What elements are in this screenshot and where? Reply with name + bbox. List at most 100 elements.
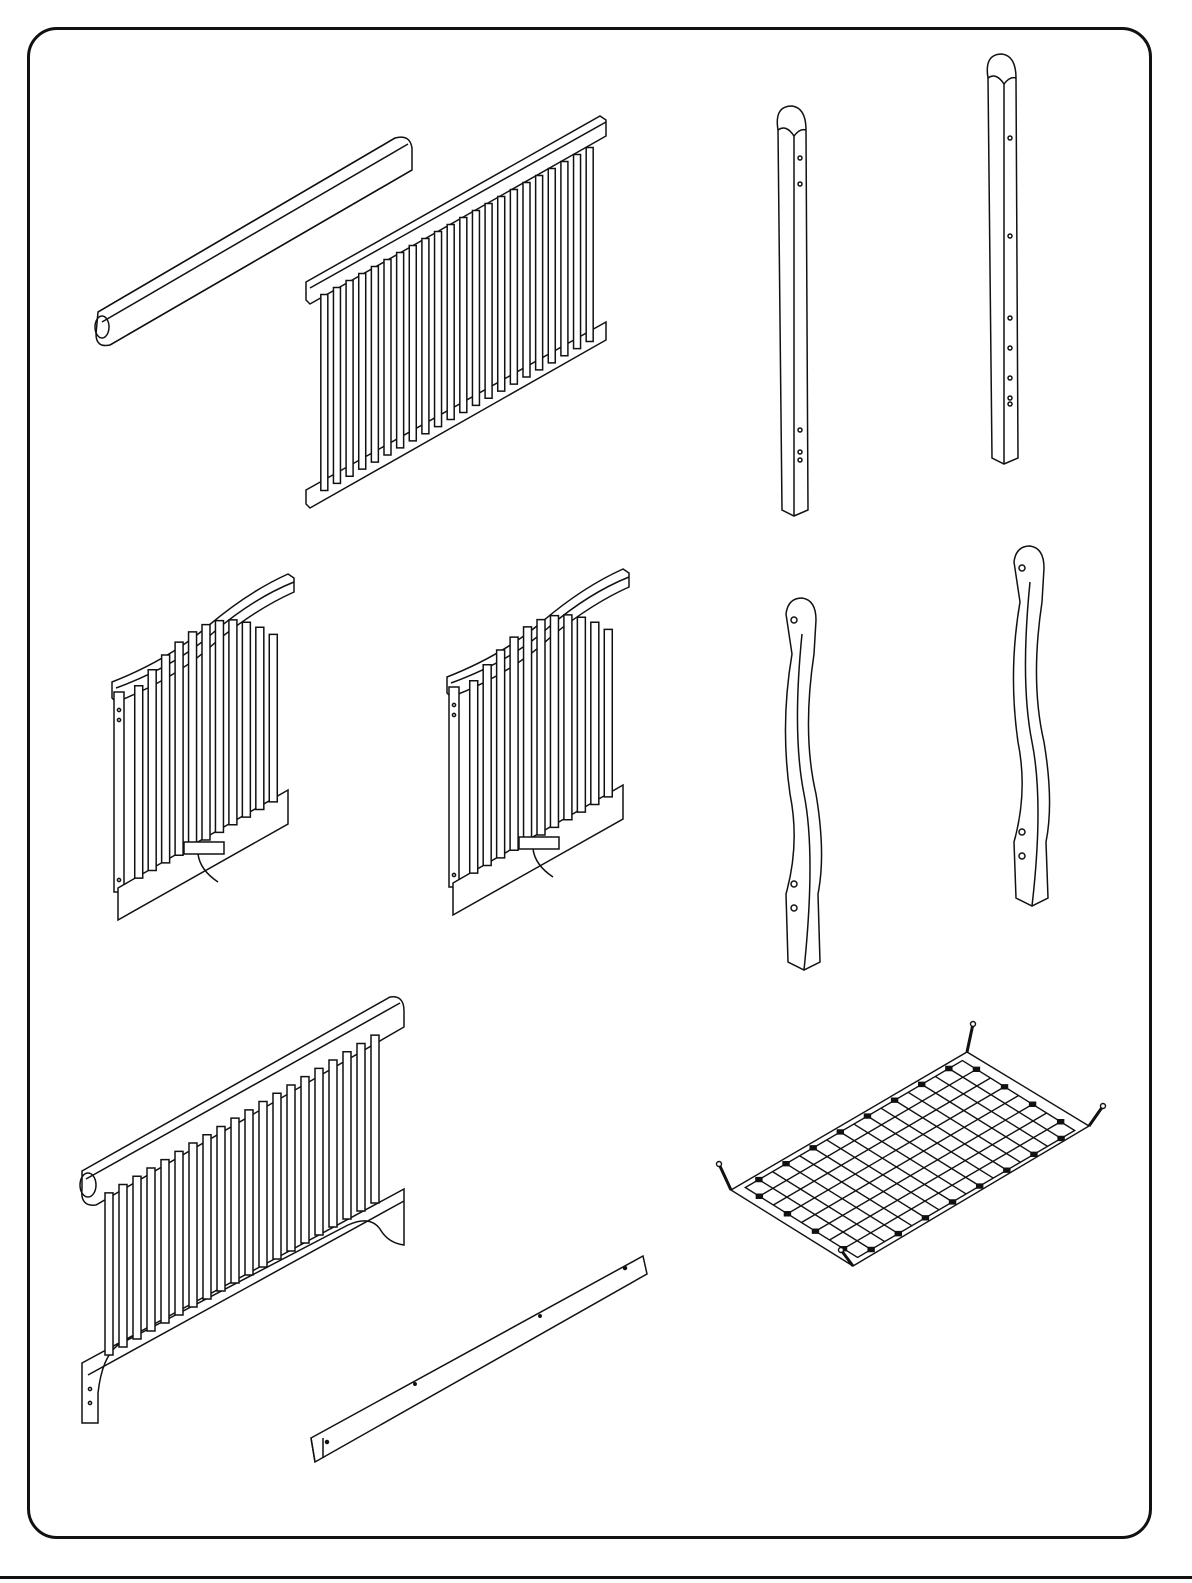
slat — [435, 232, 442, 427]
slat — [564, 615, 572, 820]
left-side-panel-drawing — [108, 570, 298, 920]
slat — [259, 1102, 267, 1267]
spring-clip — [919, 1082, 925, 1086]
spring-clip — [1030, 1102, 1036, 1106]
slat — [231, 1118, 239, 1283]
slat — [269, 634, 277, 801]
slat — [548, 169, 555, 363]
slat — [346, 281, 353, 477]
right-front-post-drawing — [980, 48, 1030, 468]
hanger-bracket — [967, 1024, 973, 1052]
stabilizer-bar-drawing — [305, 1252, 655, 1472]
spring-clip — [783, 1162, 789, 1166]
spring-clip — [784, 1212, 790, 1216]
spring-clip — [868, 1248, 874, 1252]
spring-clip — [973, 1067, 979, 1071]
slat — [105, 1193, 113, 1355]
spring-clip — [1058, 1136, 1064, 1140]
spring-clip — [1058, 1120, 1064, 1124]
slat — [215, 621, 223, 833]
slat — [242, 622, 250, 817]
slat — [202, 625, 210, 840]
right-side-panel — [443, 565, 633, 920]
slat — [524, 627, 532, 843]
hanger-bracket-knob — [1101, 1104, 1106, 1109]
right-rear-post — [1010, 542, 1060, 917]
hanger-bracket — [1089, 1106, 1103, 1126]
slat — [397, 253, 404, 448]
spring-clip — [922, 1216, 928, 1220]
slat — [147, 1168, 155, 1331]
spring-clip — [864, 1114, 870, 1118]
slat — [371, 267, 378, 463]
slat — [161, 1160, 169, 1323]
spring-clip — [837, 1130, 843, 1134]
post-body — [1013, 546, 1049, 906]
slat — [550, 616, 558, 828]
slat — [273, 1093, 281, 1259]
mattress-spring-drawing — [705, 1018, 1115, 1288]
slat — [510, 637, 518, 850]
slat — [189, 632, 197, 848]
slat — [245, 1110, 253, 1275]
slat — [321, 295, 328, 491]
right-front-post — [980, 48, 1030, 473]
spring-clip — [895, 1232, 901, 1236]
slat — [148, 670, 156, 871]
slat — [343, 1052, 351, 1219]
slat — [333, 288, 340, 484]
slat — [537, 620, 545, 835]
slat — [287, 1085, 295, 1251]
slat — [472, 211, 479, 406]
spring-clip — [1002, 1085, 1008, 1089]
hanger-bracket-knob — [717, 1162, 722, 1167]
spring-clip — [810, 1146, 816, 1150]
slat — [359, 274, 366, 470]
slat — [217, 1126, 225, 1291]
hanger-bracket-knob — [971, 1022, 976, 1027]
slat — [422, 239, 429, 434]
right-side-panel-drawing — [443, 565, 633, 915]
slat — [460, 218, 467, 413]
slat — [510, 190, 517, 385]
slat — [256, 627, 264, 809]
slat — [203, 1135, 211, 1299]
spring-clip — [977, 1184, 983, 1188]
slat — [371, 1035, 379, 1203]
stabilizer-bar — [305, 1252, 655, 1477]
slat — [604, 629, 612, 796]
post-body — [785, 598, 821, 970]
slat — [483, 665, 491, 866]
mattress-spring — [705, 1018, 1115, 1293]
slat — [536, 176, 543, 370]
label-plate — [519, 837, 559, 849]
spring-clip — [1031, 1152, 1037, 1156]
spring-clip — [950, 1200, 956, 1204]
hanger-bracket-knob — [839, 1248, 844, 1253]
spring-clip — [812, 1229, 818, 1233]
slat — [229, 620, 237, 825]
spring-clip — [1004, 1168, 1010, 1172]
slat — [301, 1077, 309, 1243]
slat — [189, 1143, 197, 1307]
spring-clip — [946, 1066, 952, 1070]
slat — [561, 162, 568, 356]
slat — [523, 183, 530, 378]
slat — [498, 197, 505, 392]
slat — [384, 260, 391, 456]
slat — [315, 1068, 323, 1235]
slat — [470, 681, 478, 873]
left-front-post — [770, 100, 820, 525]
left-front-post-drawing — [770, 100, 820, 520]
slat — [175, 1151, 183, 1315]
label-plate — [184, 842, 224, 854]
slat — [133, 1176, 141, 1339]
spring-clip — [756, 1194, 762, 1198]
slat — [175, 642, 183, 855]
page-bottom-rule — [0, 1576, 1192, 1579]
slat — [591, 622, 599, 804]
slat — [485, 204, 492, 399]
slat — [447, 225, 454, 420]
slat — [574, 155, 581, 349]
slat — [497, 650, 505, 858]
